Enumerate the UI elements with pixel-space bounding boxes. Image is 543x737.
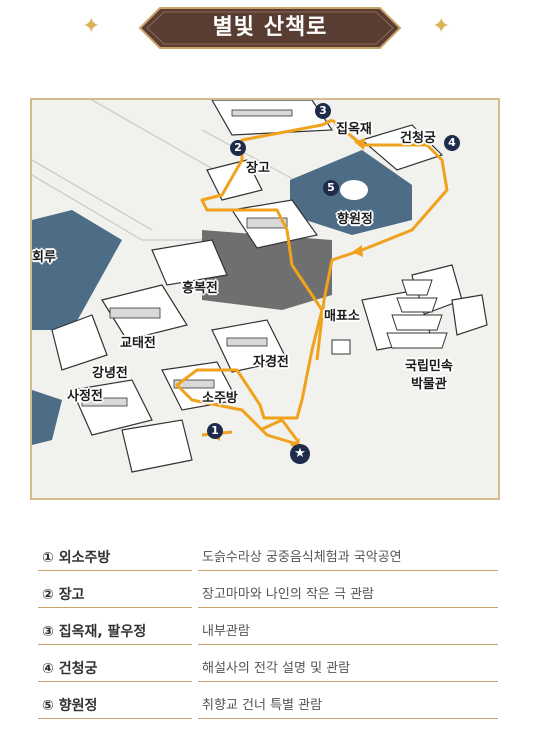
- legend-key-oesojubang: ① 외소주방: [38, 546, 192, 571]
- banner-shape: [138, 7, 402, 49]
- title-banner: 별빛 산책로: [138, 6, 402, 50]
- label-heungbokjeon: 흥복전: [182, 281, 218, 296]
- legend-value-geoncheonggung: 해설사의 전각 설명 및 관람: [198, 657, 498, 682]
- label-gyeonghoeru: 회루: [32, 250, 56, 265]
- walking-route: [175, 118, 449, 447]
- sparkle-left-icon: ✦: [82, 14, 101, 39]
- legend-value-janggo: 장고마마와 나인의 작은 극 관람: [198, 583, 498, 608]
- legend-row: ④ 건청궁 해설사의 전각 설명 및 관람: [38, 651, 498, 688]
- legend-row: ③ 집옥재, 팔우정 내부관람: [38, 614, 498, 651]
- label-jibokjae: 집옥재: [336, 122, 372, 137]
- legend-key-janggo: ② 장고: [38, 583, 192, 608]
- label-janggo: 장고: [246, 161, 270, 176]
- label-geoncheonggung: 건청궁: [400, 131, 436, 146]
- start-star-icon[interactable]: ★: [290, 444, 310, 464]
- sparkle-right-icon: ✦: [432, 14, 451, 39]
- legend-row: ① 외소주방 도슭수라상 궁중음식체험과 국악공연: [38, 540, 498, 577]
- label-jagyeongjeon: 자경전: [253, 355, 289, 370]
- marker-4[interactable]: 4: [444, 135, 460, 151]
- legend-key-geoncheonggung: ④ 건청궁: [38, 657, 192, 682]
- legend-row: ② 장고 장고마마와 나인의 작은 극 관람: [38, 577, 498, 614]
- legend-value-oesojubang: 도슭수라상 궁중음식체험과 국악공연: [198, 546, 498, 571]
- program-legend: ① 외소주방 도슭수라상 궁중음식체험과 국악공연 ② 장고 장고마마와 나인의…: [38, 540, 498, 725]
- label-sojubang: 소주방: [202, 391, 238, 406]
- courtyard-area: [202, 230, 332, 310]
- museum-pagoda: [386, 279, 448, 349]
- label-sajeongjeon: 사정전: [67, 389, 103, 404]
- legend-key-hyangwonjeong: ⑤ 향원정: [38, 694, 192, 719]
- label-maepyoso: 매표소: [324, 309, 360, 324]
- label-hyangwonjeong: 향원정: [337, 212, 373, 227]
- label-gangnyeongjeon: 강녕전: [92, 366, 128, 381]
- legend-value-jibokjae: 내부관람: [198, 620, 498, 645]
- marker-1[interactable]: 1: [207, 423, 223, 439]
- walking-route-map: 회루 장고 집옥재 건청궁 향원정 흥복전 매표소 교태전 자경전 강녕전 사정…: [30, 98, 500, 500]
- marker-2[interactable]: 2: [230, 140, 246, 156]
- legend-value-hyangwonjeong: 취향교 건너 특별 관람: [198, 694, 498, 719]
- label-national-folk-museum: 국립민속 박물관: [405, 359, 453, 392]
- legend-key-jibokjae: ③ 집옥재, 팔우정: [38, 620, 192, 645]
- page-title: 별빛 산책로: [212, 15, 328, 40]
- marker-3[interactable]: 3: [315, 103, 331, 119]
- map-illustration: [32, 100, 498, 498]
- pond-gyeonghoeru: [32, 210, 122, 330]
- marker-5[interactable]: 5: [323, 180, 339, 196]
- label-gyotaejeon: 교태전: [120, 336, 156, 351]
- legend-row: ⑤ 향원정 취향교 건너 특별 관람: [38, 688, 498, 725]
